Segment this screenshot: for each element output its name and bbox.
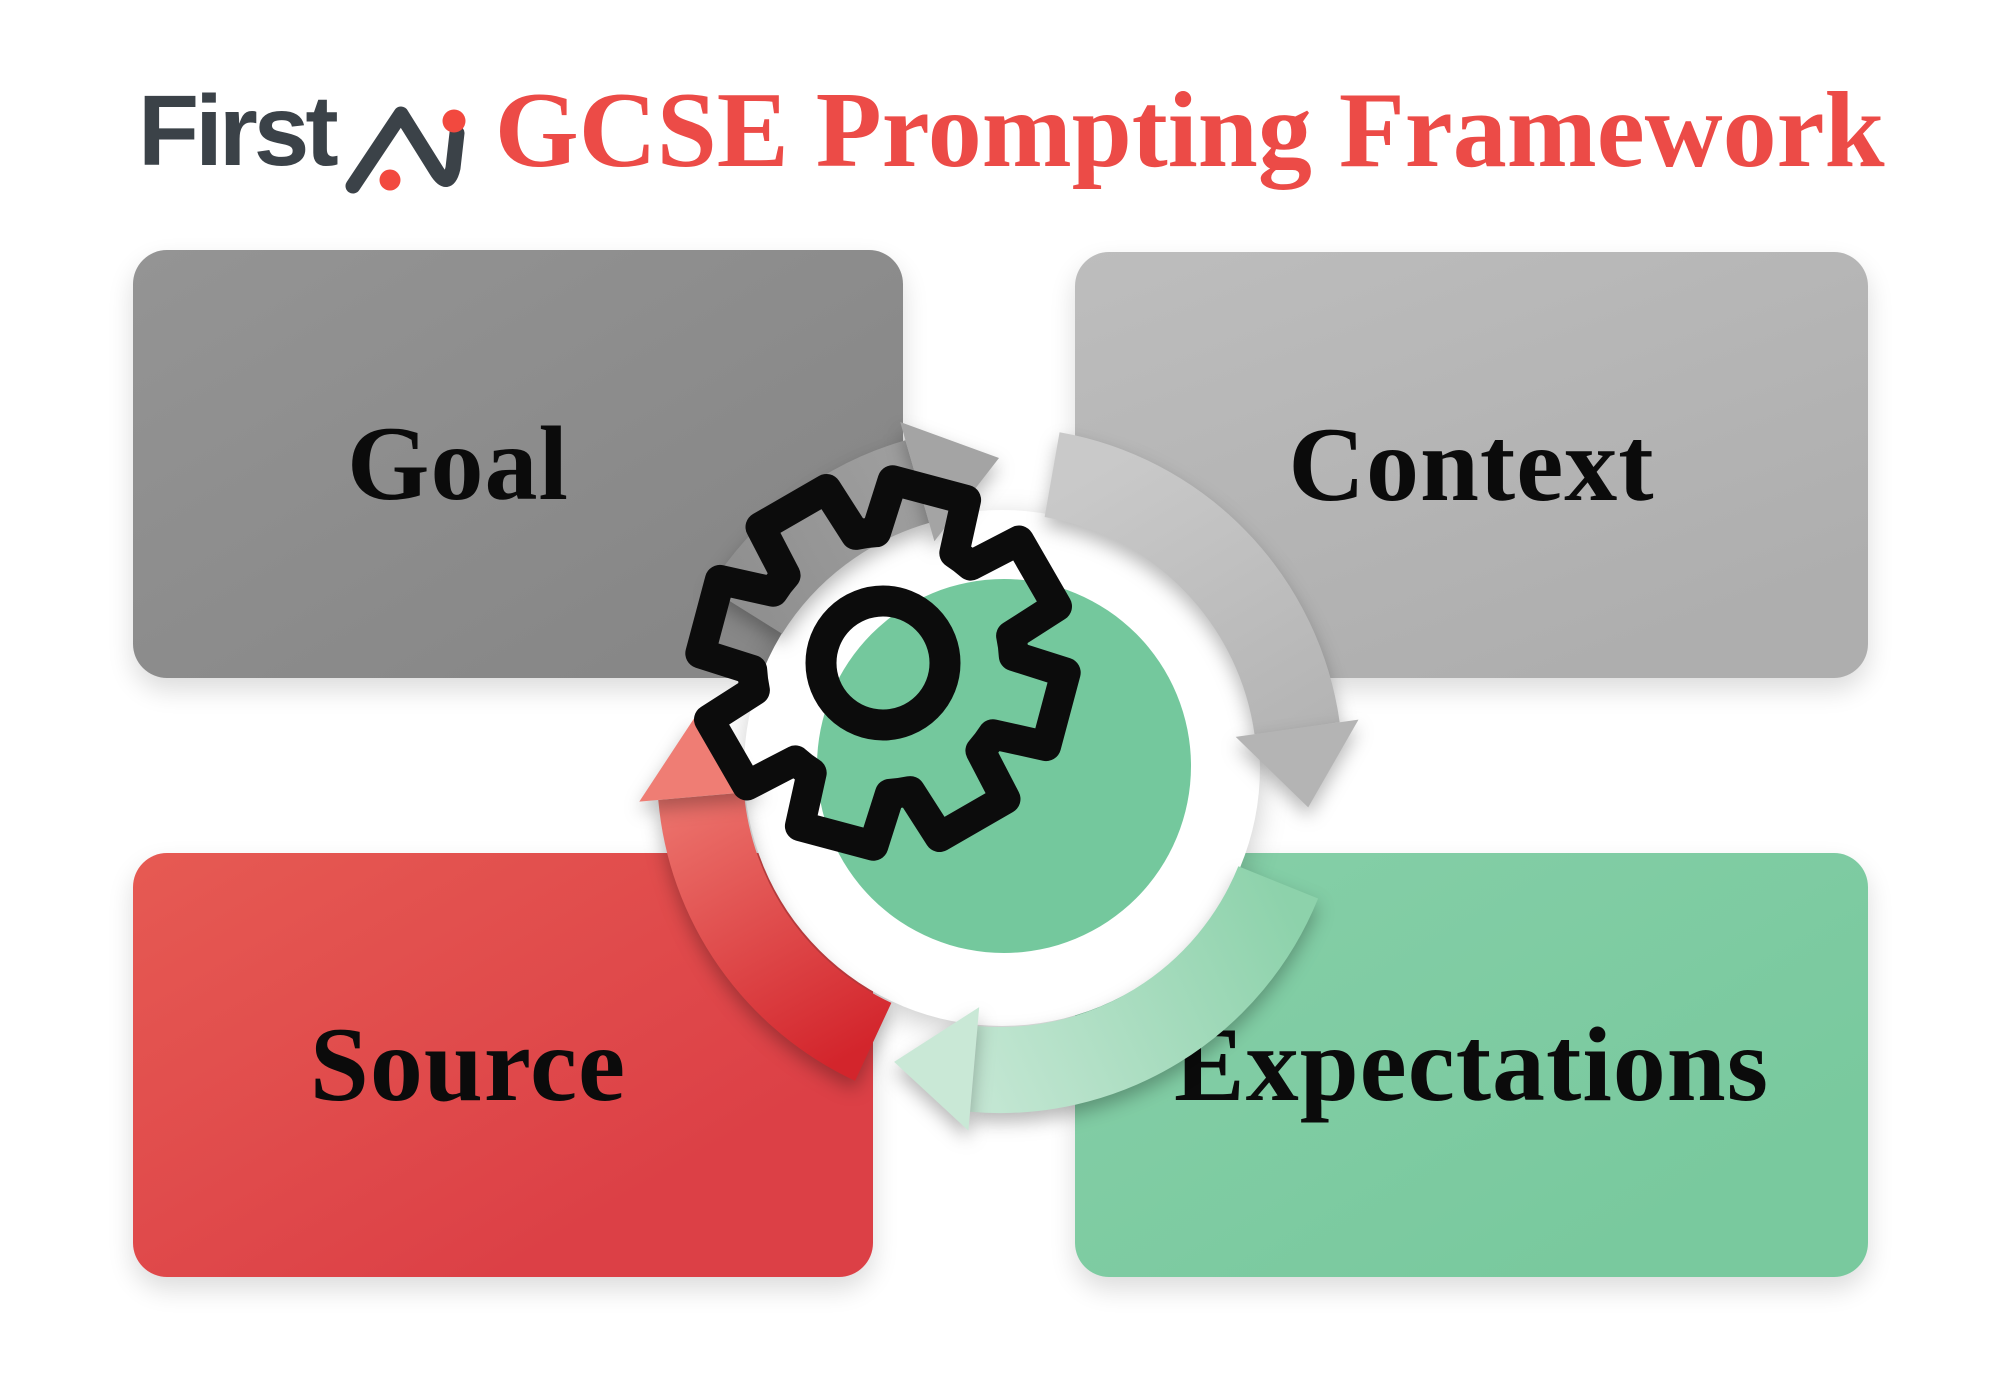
logo-red-dot — [442, 109, 466, 133]
logo-red-dot — [379, 169, 401, 191]
quadrant-expectations-label: Expectations — [1174, 1006, 1769, 1123]
header: First GCSE Prompting Framework — [138, 66, 1885, 196]
cycle-top-arrowhead — [900, 422, 999, 542]
quadrant-goal: Goal — [133, 250, 903, 678]
quadrant-context-label: Context — [1288, 406, 1655, 523]
quadrant-source: Source — [133, 853, 873, 1277]
cycle-right-arrowhead — [1235, 719, 1359, 808]
quadrant-context: Context — [1075, 252, 1868, 678]
cycle-bottom-arrowhead — [894, 1007, 980, 1131]
logo-text: First — [138, 75, 339, 187]
cycle-left-arrowhead — [639, 718, 763, 802]
quadrant-goal-label: Goal — [347, 405, 569, 522]
quadrant-expectations: Expectations — [1075, 853, 1868, 1277]
logo-ai-mark-icon — [345, 106, 466, 194]
quadrant-source-label: Source — [309, 1006, 627, 1123]
page-title: GCSE Prompting Framework — [494, 71, 1885, 190]
